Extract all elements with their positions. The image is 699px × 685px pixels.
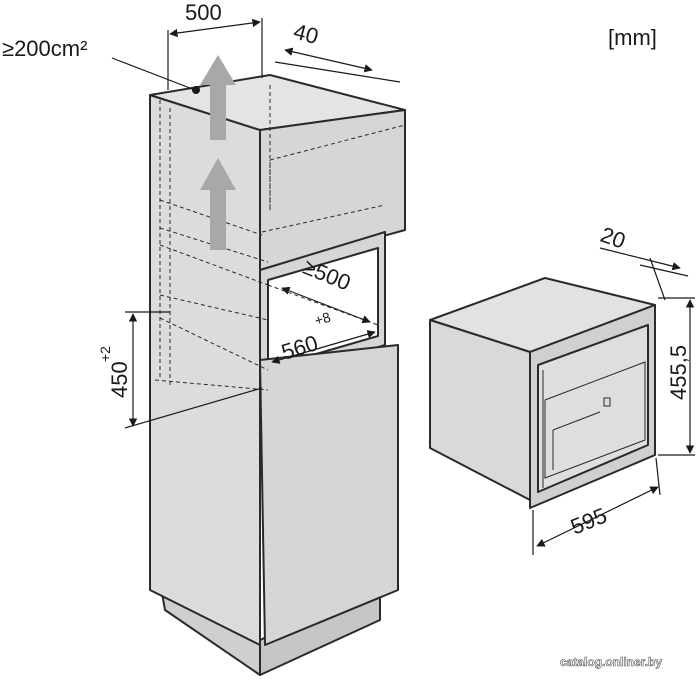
label-ventilation-area: ≥200cm² — [2, 36, 87, 61]
label-niche-width-tolerance: +8 — [313, 309, 333, 329]
watermark: catalog.onliner.by — [560, 655, 662, 669]
label-niche-height-tolerance: +2 — [97, 346, 113, 362]
unit-label: [mm] — [608, 25, 657, 50]
label-top-width: 500 — [185, 0, 222, 25]
cabinet-left-side — [149, 94, 261, 646]
label-appliance-height: 455,5 — [666, 345, 691, 400]
dimline-niche-width — [271, 330, 376, 364]
label-niche-height: 450 — [107, 361, 132, 398]
appliance-body-side — [429, 319, 531, 501]
appliance-bezel — [537, 324, 649, 493]
appliance — [429, 277, 656, 509]
airflow-arrow-upper — [200, 55, 236, 140]
ventilation-point — [192, 86, 200, 94]
dimline-niche-depth — [281, 286, 371, 324]
appliance-dimension-lines — [532, 247, 695, 555]
dimline-front-depth — [599, 247, 681, 271]
label-appliance-width: 595 — [567, 503, 610, 540]
cabinet-upper-door — [259, 109, 406, 271]
dimline-appliance-width — [536, 486, 659, 547]
leader-ventilation — [111, 57, 196, 91]
airflow-arrow-lower — [200, 158, 236, 250]
dimension-lines — [111, 18, 401, 429]
appliance-details — [542, 361, 646, 488]
dimline-depth-gap — [284, 47, 373, 73]
label-depth-gap: 40 — [291, 19, 321, 49]
dimline-top-width — [169, 18, 261, 38]
ventilation-arrows — [200, 55, 236, 250]
tall-cabinet — [149, 74, 406, 676]
